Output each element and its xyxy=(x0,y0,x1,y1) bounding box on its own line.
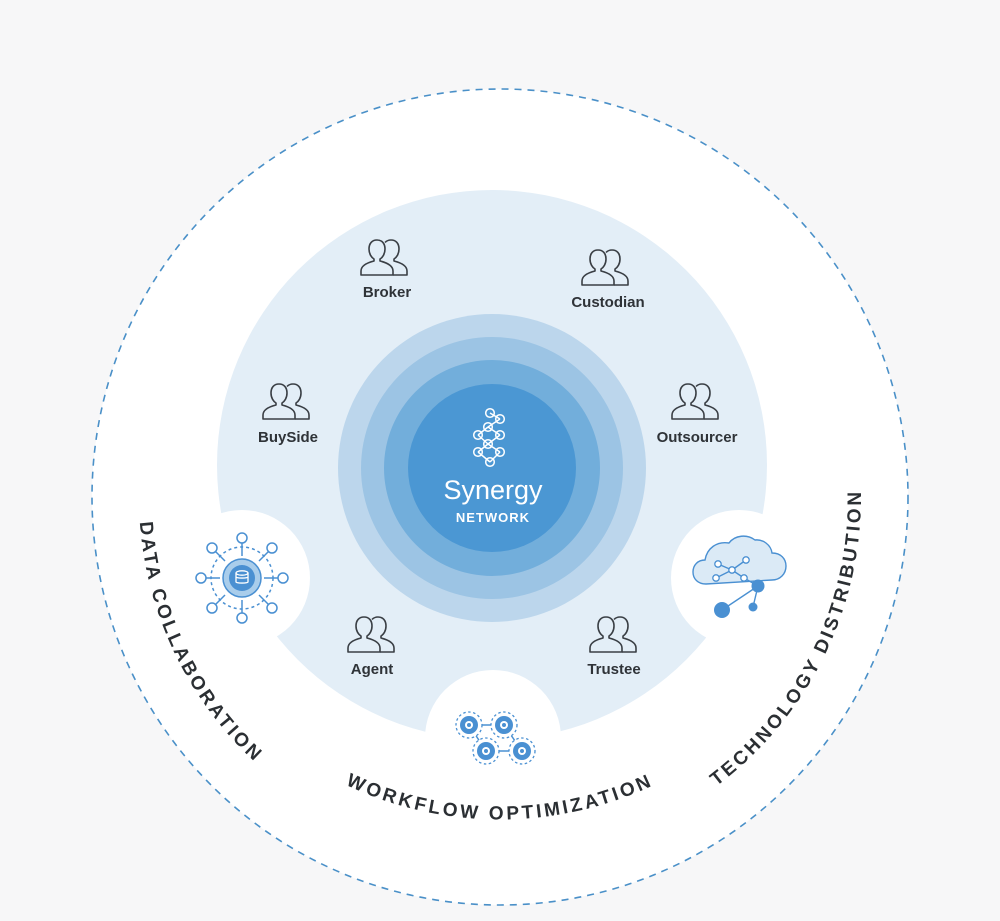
core-center xyxy=(408,384,576,552)
cloud-network-icon xyxy=(692,535,787,618)
role-buyside: BuySide xyxy=(258,383,318,446)
role-custodian: Custodian xyxy=(571,249,645,311)
role-label-broker: Broker xyxy=(363,284,412,301)
role-label-custodian: Custodian xyxy=(571,294,644,311)
brand-name: Synergy xyxy=(443,475,543,505)
role-trustee: Trustee xyxy=(587,616,641,678)
role-broker: Broker xyxy=(360,239,412,301)
role-outsourcer: Outsourcer xyxy=(657,383,738,446)
role-label-agent: Agent xyxy=(351,661,394,678)
notch-workflow-optimization xyxy=(425,670,561,806)
network-nodes-icon xyxy=(472,407,506,468)
dashed-boundary-ring xyxy=(91,88,909,906)
gears-network-icon xyxy=(455,711,536,765)
role-agent: Agent xyxy=(347,616,395,678)
database-hub-icon xyxy=(195,532,289,624)
role-label-buyside: BuySide xyxy=(258,429,318,446)
role-label-trustee: Trustee xyxy=(587,661,640,678)
role-label-outsourcer: Outsourcer xyxy=(657,429,738,446)
brand-subtitle: NETWORK xyxy=(456,510,530,525)
